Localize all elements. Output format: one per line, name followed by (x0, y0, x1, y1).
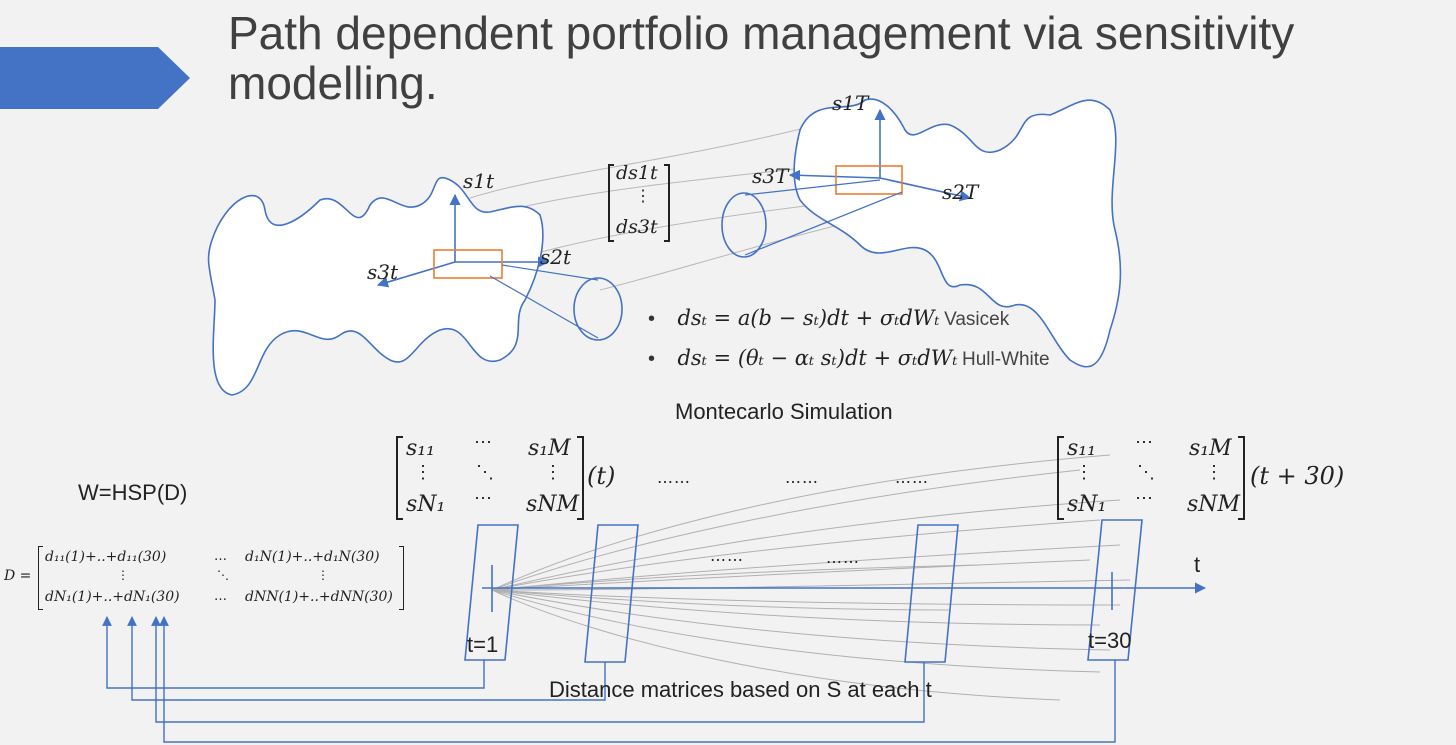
matrix-t: s₁₁ ⋯ s₁M ⋮ ⋱ ⋮ sN₁ ⋯ sNM (396, 432, 584, 520)
matrix-t30-cell: ⋮ (1205, 462, 1223, 483)
matrix-t-cell: ⋯ (474, 432, 492, 453)
d-matrix-cell: dNN(1)+..+dNN(30) (245, 589, 393, 605)
bullet-icon: • (648, 308, 656, 330)
simulation-paths (491, 454, 1131, 701)
ellipsis: …… (710, 546, 744, 565)
d-matrix-cell: ⋮ (317, 568, 329, 582)
right-cone (721, 179, 903, 258)
time-axis-label: t (1194, 552, 1201, 577)
d-matrix-cell: … (214, 549, 227, 564)
ellipsis: …… (657, 468, 691, 487)
d-matrix-cell: ⋮ (117, 568, 129, 582)
matrix-t30-suffix: (t + 30) (1250, 462, 1345, 490)
model-vasicek: • dsₜ = a(b − sₜ)dt + σₜdWₜ Vasicek (648, 306, 1009, 331)
matrix-t-cell: s₁M (528, 436, 571, 461)
matrix-t-cell: ⋮ (414, 462, 432, 483)
distance-label: Distance matrices based on S at each t (549, 677, 932, 702)
left-surface-blob (207, 177, 544, 396)
d-matrix-cell: dN₁(1)+..+dN₁(30) (45, 589, 180, 605)
matrix-t-cell: sNM (526, 492, 580, 517)
matrix-t30-cell: sNM (1187, 492, 1241, 517)
page-title: Path dependent portfolio management via … (228, 7, 1295, 109)
w-formula: W=HSP(D) (78, 480, 188, 505)
axis-label-s2T: s2T (942, 180, 979, 204)
axis-label-s3t: s3t (367, 260, 399, 284)
matrix-t30-cell: s₁₁ (1067, 436, 1096, 461)
vasicek-equation: dsₜ = a(b − sₜ)dt + σₜdWₜ (677, 306, 940, 330)
left-highlight-box (433, 249, 503, 279)
d-matrix-cell: d₁₁(1)+..+d₁₁(30) (45, 549, 167, 565)
axis-label-s1T: s1T (832, 91, 869, 115)
matrix-t-cell: ⋱ (476, 462, 494, 483)
matrix-t30-cell: ⋱ (1137, 462, 1155, 483)
ds-vector-top: ds1t (616, 162, 658, 184)
model-hull-white: • dsₜ = (θₜ − αₜ sₜ)dt + σₜdWₜ Hull-Whit… (648, 346, 1050, 371)
matrix-t30-cell: sN₁ (1067, 492, 1107, 517)
ds-vector-bracket: ds1t ⋮ ds3t (608, 162, 670, 242)
bullet-icon: • (648, 348, 656, 370)
t-start-label: t=1 (467, 632, 499, 657)
ds-vector-middle: ⋮ (635, 186, 651, 205)
d-matrix-cell: ⋱ (217, 568, 229, 582)
d-matrix-lhs: D = (4, 568, 32, 584)
hull-white-equation: dsₜ = (θₜ − αₜ sₜ)dt + σₜdWₜ (677, 346, 958, 370)
vasicek-name: Vasicek (944, 309, 1010, 330)
right-highlight-box (835, 165, 903, 195)
matrix-t30: s₁₁ ⋯ s₁M ⋮ ⋱ ⋮ sN₁ ⋯ sNM (1057, 432, 1245, 520)
axis-label-s1t: s1t (463, 169, 495, 193)
d-matrix-cell: d₁N(1)+..+d₁N(30) (245, 549, 380, 565)
t-end-label: t=30 (1088, 628, 1132, 653)
matrix-t30-cell: ⋮ (1075, 462, 1093, 483)
left-cone (489, 264, 623, 341)
matrix-t30-cell: s₁M (1189, 436, 1232, 461)
ellipsis: …… (826, 548, 860, 567)
matrix-t-cell: ⋯ (474, 488, 492, 509)
matrix-t30-cell: ⋯ (1135, 488, 1153, 509)
axis-label-s3T: s3T (752, 164, 789, 188)
matrix-t30-cell: ⋯ (1135, 432, 1153, 453)
ellipsis: …… (895, 468, 929, 487)
feedback-connectors (102, 616, 1116, 743)
ds-vector-bottom: ds3t (616, 216, 658, 238)
d-matrix: d₁₁(1)+..+d₁₁(30) … d₁N(1)+..+d₁N(30) ⋮ … (38, 546, 404, 610)
matrix-t-cell: sN₁ (406, 492, 446, 517)
matrix-t-cell: ⋮ (544, 462, 562, 483)
banner-arrow-shape (0, 47, 190, 109)
ellipsis: …… (785, 468, 819, 487)
time-slices (464, 519, 1143, 663)
matrix-t-suffix: (t) (587, 462, 616, 490)
hull-white-name: Hull-White (961, 349, 1050, 370)
matrix-t-cell: s₁₁ (406, 436, 435, 461)
simulation-label: Montecarlo Simulation (675, 399, 893, 424)
d-matrix-cell: … (214, 589, 227, 604)
axis-label-s2t: s2t (540, 245, 572, 269)
